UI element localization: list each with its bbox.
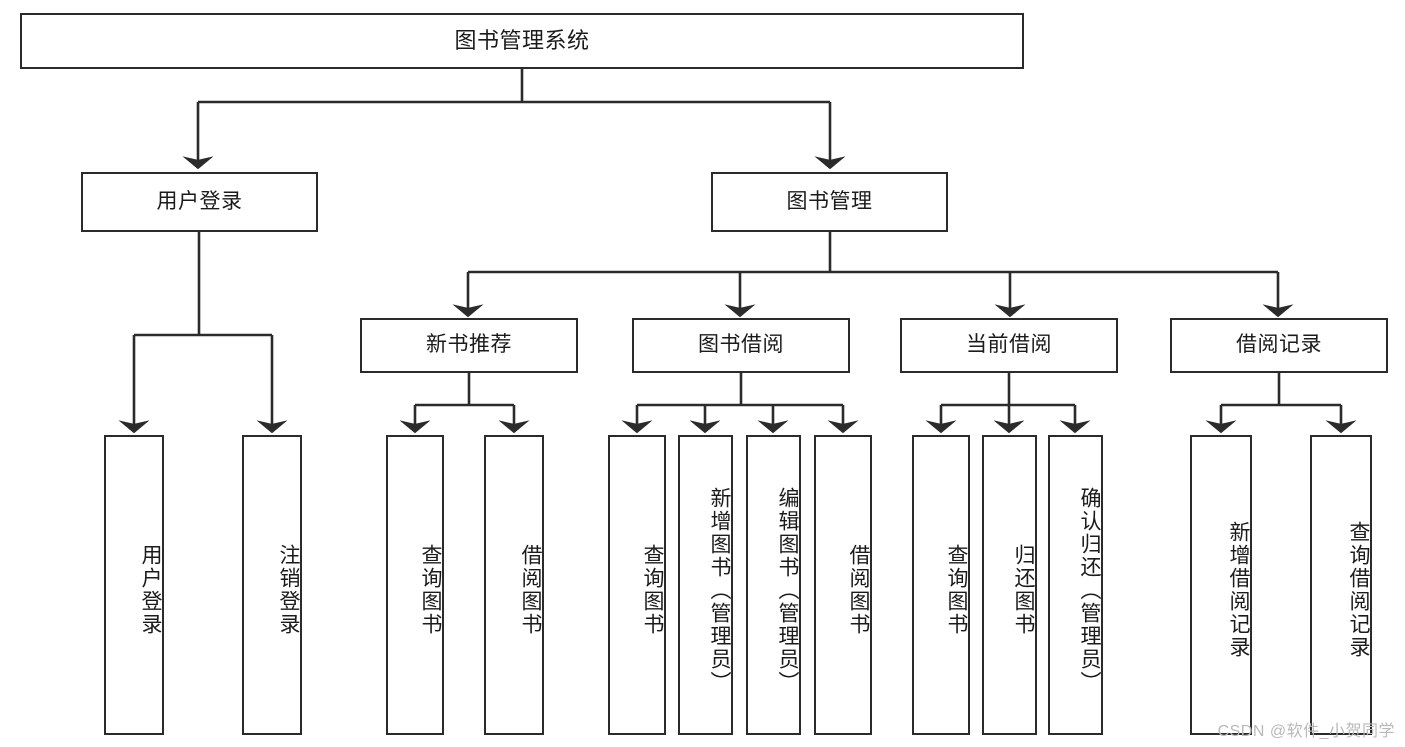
node-leaf-add-book-admin[interactable]: 新增图书（管理员）	[678, 435, 733, 735]
node-current-borrow[interactable]: 当前借阅	[900, 318, 1118, 373]
watermark-credit: CSDN @软件_小贺同学	[1217, 723, 1395, 740]
node-user-login[interactable]: 用户登录	[81, 172, 318, 232]
node-book-borrow[interactable]: 图书借阅	[632, 318, 850, 373]
node-new-book-recommend[interactable]: 新书推荐	[360, 318, 578, 373]
node-leaf-add-borrow-record[interactable]: 新增借阅记录	[1190, 435, 1252, 735]
node-leaf-query-book-current[interactable]: 查询图书	[912, 435, 970, 735]
node-leaf-return-book[interactable]: 归还图书	[982, 435, 1037, 735]
node-book-manage[interactable]: 图书管理	[711, 172, 948, 232]
node-leaf-user-login[interactable]: 用户登录	[104, 435, 164, 735]
node-leaf-user-logout[interactable]: 注销登录	[242, 435, 302, 735]
node-leaf-confirm-return-admin[interactable]: 确认归还（管理员）	[1048, 435, 1103, 735]
node-leaf-query-book-recommend[interactable]: 查询图书	[386, 435, 444, 735]
node-root[interactable]: 图书管理系统	[20, 13, 1024, 69]
node-leaf-borrow-book-recommend[interactable]: 借阅图书	[484, 435, 544, 735]
node-leaf-edit-book-admin[interactable]: 编辑图书（管理员）	[746, 435, 801, 735]
node-borrow-record[interactable]: 借阅记录	[1170, 318, 1388, 373]
node-leaf-query-borrow-record[interactable]: 查询借阅记录	[1310, 435, 1372, 735]
node-leaf-query-book-borrow[interactable]: 查询图书	[608, 435, 666, 735]
node-leaf-borrow-book[interactable]: 借阅图书	[814, 435, 872, 735]
